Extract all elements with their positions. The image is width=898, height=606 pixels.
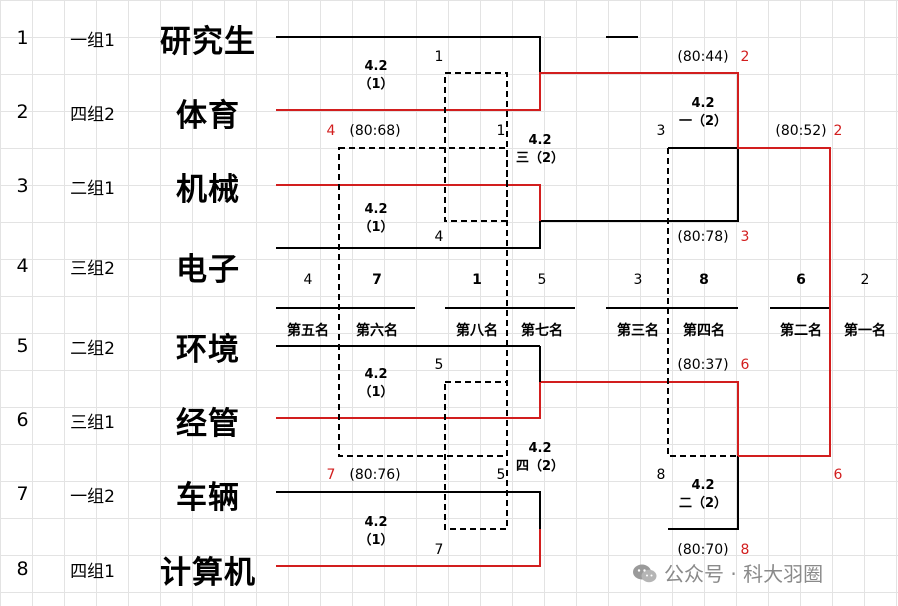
group-label: 一组2 (70, 486, 115, 507)
placement-number: 7 (372, 272, 382, 288)
bracket-number: 6 (833, 467, 843, 483)
group-label: 二组2 (70, 338, 115, 359)
seed-number: 6 (16, 409, 29, 431)
bracket-number: 8 (740, 542, 750, 558)
seed-number: 1 (16, 27, 29, 49)
seed-number: 7 (16, 483, 29, 505)
seed-number: 3 (16, 175, 29, 197)
team-name: 计算机 (160, 554, 256, 591)
team-name: 车辆 (176, 479, 240, 516)
bracket-number: 5 (434, 357, 444, 373)
placement-number: 5 (537, 272, 547, 288)
placement-label: 第七名 (521, 323, 563, 339)
score-label: (80:68) (349, 123, 401, 139)
score-label: (80:76) (349, 467, 401, 483)
match-label-m1: 4.2（1） (358, 59, 394, 92)
seed-number: 4 (16, 255, 29, 277)
bracket-number: 6 (740, 357, 750, 373)
bracket-number: 2 (833, 123, 843, 139)
team-name: 电子 (176, 251, 240, 288)
bracket-number: 7 (326, 467, 336, 483)
placement-number: 8 (699, 272, 709, 288)
score-label: (80:78) (677, 229, 729, 245)
match-label-m3: 4.2（1） (358, 367, 394, 400)
team-name: 研究生 (160, 23, 256, 60)
score-label: (80:52) (775, 123, 827, 139)
bracket-number: 1 (496, 123, 506, 139)
seed-number: 2 (16, 101, 29, 123)
bracket-number: 5 (496, 467, 506, 483)
bracket-number: 3 (656, 123, 666, 139)
watermark: 公众号 · 科大羽圈 (632, 558, 823, 587)
placement-number: 1 (472, 272, 482, 288)
bracket-number: 7 (434, 542, 444, 558)
team-name: 体育 (176, 97, 240, 134)
seed-number: 8 (16, 558, 29, 580)
score-label: (80:44) (677, 49, 729, 65)
placement-number: 4 (303, 272, 313, 288)
watermark-text: 公众号 · 科大羽圈 (664, 562, 824, 586)
placement-number: 3 (633, 272, 643, 288)
bracket-number: 4 (326, 123, 336, 139)
placement-label: 第六名 (356, 323, 398, 339)
team-name: 机械 (176, 171, 240, 208)
placement-label: 第三名 (617, 323, 659, 339)
group-label: 二组1 (70, 178, 115, 199)
placement-label: 第二名 (780, 323, 822, 339)
bracket-number: 1 (434, 49, 444, 65)
team-name: 环境 (176, 331, 240, 368)
bracket-number: 3 (740, 229, 750, 245)
wechat-icon (633, 564, 657, 582)
placement-label: 第八名 (456, 323, 498, 339)
seed-number: 5 (16, 335, 29, 357)
match-label-m2: 4.2（1） (358, 202, 394, 235)
bracket-number: 2 (740, 49, 750, 65)
match-label-m4: 4.2（1） (358, 515, 394, 548)
placement-label: 第五名 (287, 323, 329, 339)
group-label: 四组1 (70, 561, 115, 582)
score-label: (80:37) (677, 357, 729, 373)
placement-number: 2 (860, 272, 870, 288)
team-name: 经管 (176, 405, 240, 442)
bracket-number: 4 (434, 229, 444, 245)
placement-number: 6 (796, 272, 806, 288)
placement-label: 第四名 (683, 323, 725, 339)
group-label: 三组1 (70, 412, 115, 433)
group-label: 三组2 (70, 258, 115, 279)
placement-label: 第一名 (844, 323, 886, 339)
bracket-number: 8 (656, 467, 666, 483)
group-label: 四组2 (70, 104, 115, 125)
score-label: (80:70) (677, 542, 729, 558)
group-label: 一组1 (70, 30, 115, 51)
